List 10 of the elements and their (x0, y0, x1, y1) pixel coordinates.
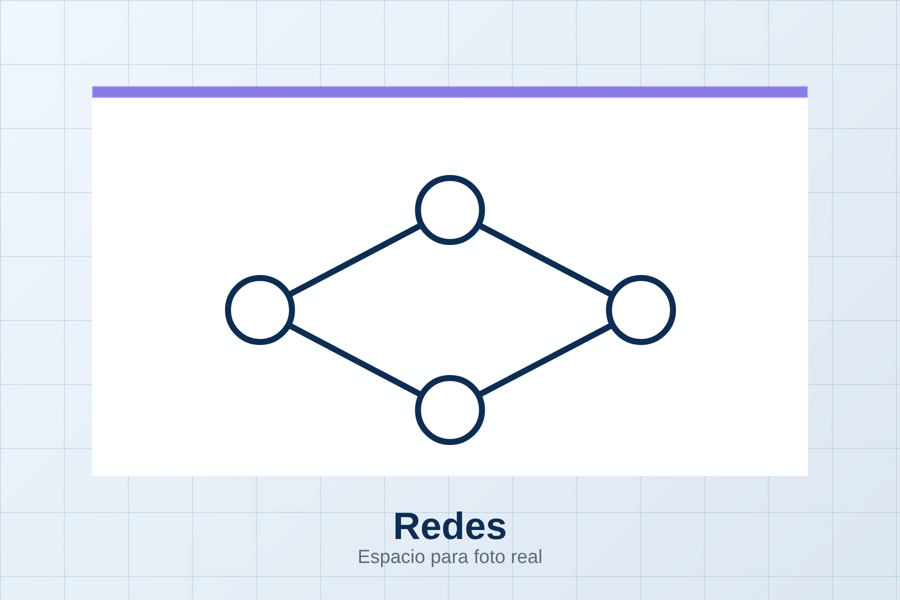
connector-line (478, 222, 614, 298)
connector-line (288, 322, 422, 398)
connector-line (478, 322, 614, 398)
diagram-title: Redes (392, 506, 508, 548)
connector-line (288, 222, 422, 298)
circle-node (415, 375, 485, 445)
circle-node (415, 175, 485, 245)
circle-node (225, 275, 295, 345)
caption: Espacio para foto real (358, 547, 542, 568)
circle-node (606, 275, 676, 345)
